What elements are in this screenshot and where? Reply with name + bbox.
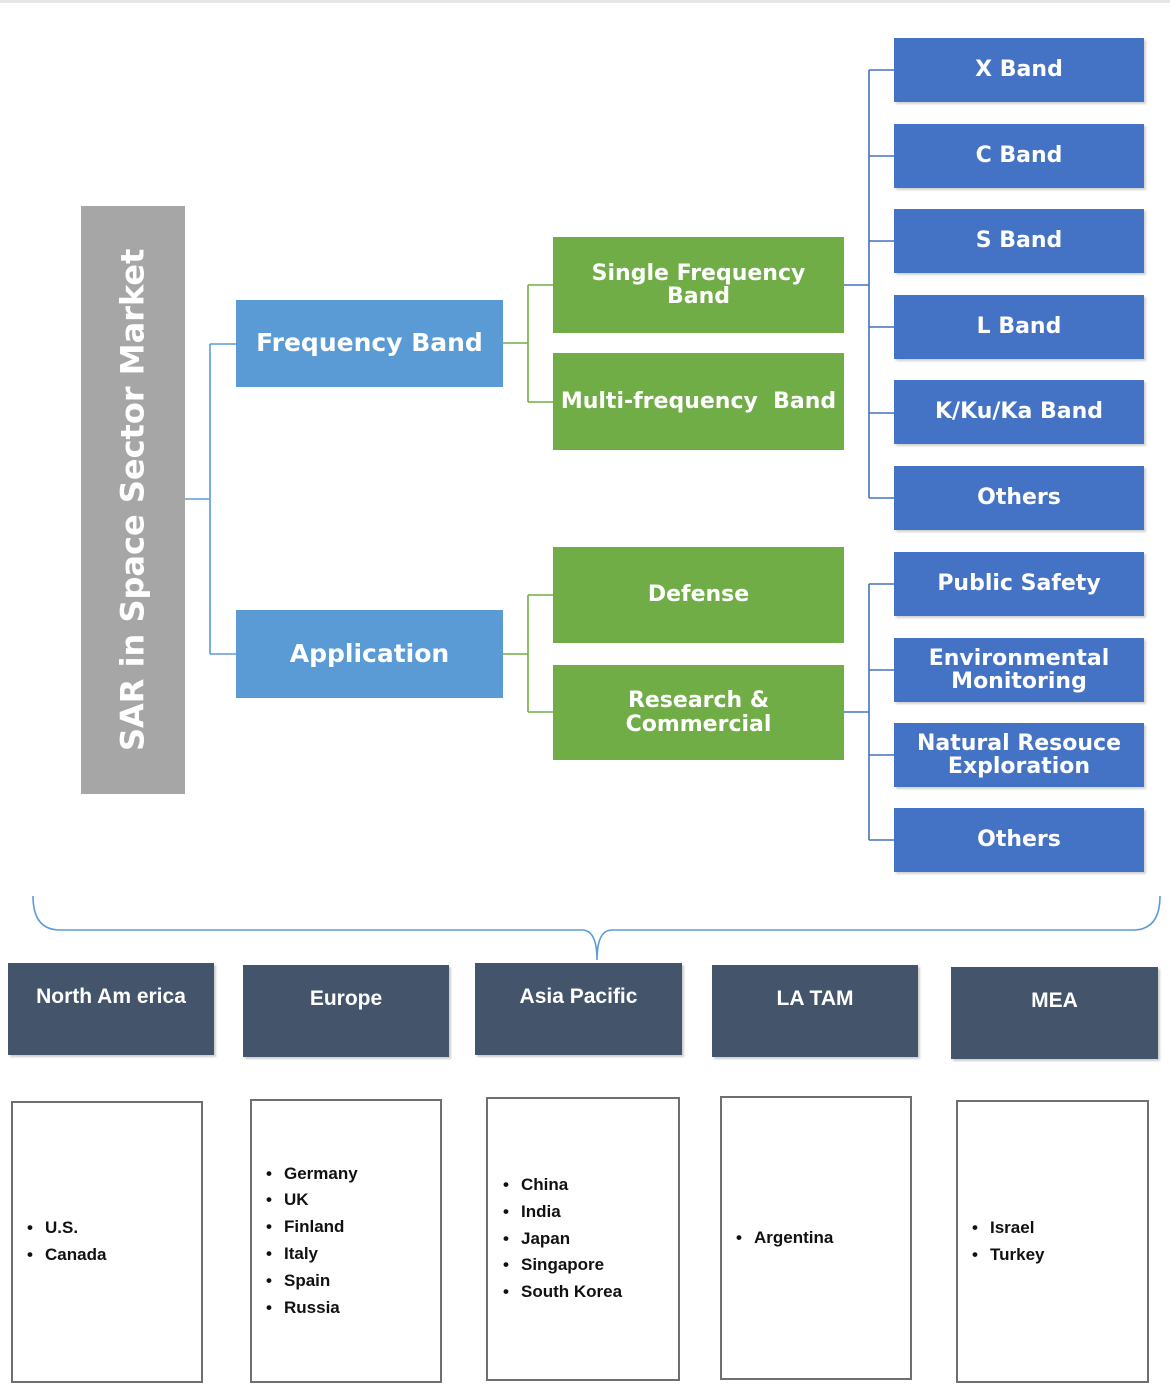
list-item: Turkey [972, 1242, 1045, 1269]
node-x-band: X Band [894, 38, 1144, 102]
node-label: Defense [647, 582, 750, 608]
node-label: Others [977, 827, 1061, 853]
top-divider [0, 0, 1170, 3]
node-label: Frequency Band [256, 328, 483, 358]
node-label: Others [977, 485, 1061, 511]
countries-mea: Israel Turkey [956, 1100, 1149, 1383]
node-label: X Band [975, 57, 1063, 83]
node-environmental-monitoring: Environmental Monitoring [894, 638, 1144, 702]
region-mea: MEA [951, 967, 1158, 1059]
list-item: Spain [266, 1268, 358, 1295]
node-label: C Band [975, 143, 1063, 169]
connector-single-frequency [844, 69, 894, 499]
node-label: Natural Resouce Exploration [916, 730, 1122, 779]
list-item: Japan [503, 1226, 622, 1253]
region-asia-pacific: Asia Pacific [475, 963, 682, 1055]
node-label: Multi-frequency Band [560, 388, 837, 414]
node-application-others: Others [894, 808, 1144, 872]
region-europe: Europe [243, 965, 449, 1057]
node-multi-frequency-band: Multi-frequency Band [553, 353, 844, 450]
node-research-commercial: Research & Commercial [553, 665, 844, 760]
node-label: L Band [976, 314, 1062, 340]
node-k-ku-ka-band: K/Ku/Ka Band [894, 380, 1144, 444]
node-label: Application [289, 638, 450, 668]
node-label: K/Ku/Ka Band [934, 399, 1104, 425]
root-node: SAR in Space Sector Market [81, 206, 185, 794]
list-item: Argentina [736, 1225, 833, 1252]
region-latam: LA TAM [712, 965, 918, 1057]
connector-frequency [503, 284, 553, 403]
list-item: India [503, 1199, 622, 1226]
list-item: Canada [27, 1242, 106, 1269]
region-north-america: North Am erica [8, 963, 214, 1055]
node-frequency-band: Frequency Band [236, 300, 503, 387]
region-label: Asia Pacific [519, 985, 638, 1008]
region-label: Europe [309, 987, 383, 1010]
list-item: Finland [266, 1214, 358, 1241]
node-label: Environmental Monitoring [928, 645, 1110, 694]
country-list: China India Japan Singapore South Korea [503, 1172, 622, 1306]
list-item: Israel [972, 1215, 1045, 1242]
region-label: LA TAM [776, 987, 854, 1010]
list-item: UK [266, 1187, 358, 1214]
list-item: China [503, 1172, 622, 1199]
list-item: Singapore [503, 1252, 622, 1279]
node-frequency-others: Others [894, 466, 1144, 530]
node-c-band: C Band [894, 124, 1144, 188]
node-natural-resource-exploration: Natural Resouce Exploration [894, 723, 1144, 787]
regions-brace [32, 895, 1161, 961]
countries-latam: Argentina [720, 1096, 912, 1380]
node-label: Single Frequency Band [591, 260, 806, 309]
list-item: Germany [266, 1161, 358, 1188]
country-list: Argentina [736, 1225, 833, 1252]
list-item: U.S. [27, 1215, 106, 1242]
region-label: North Am erica [36, 985, 186, 1008]
country-list: Israel Turkey [972, 1215, 1045, 1269]
node-single-frequency-band: Single Frequency Band [553, 237, 844, 333]
country-list: Germany UK Finland Italy Spain Russia [266, 1161, 358, 1322]
node-public-safety: Public Safety [894, 552, 1144, 616]
countries-north-america: U.S. Canada [11, 1101, 203, 1383]
region-label: MEA [1031, 989, 1078, 1012]
node-label: Public Safety [937, 571, 1101, 597]
countries-asia-pacific: China India Japan Singapore South Korea [486, 1097, 680, 1381]
list-item: South Korea [503, 1279, 622, 1306]
connector-research [844, 583, 894, 841]
node-l-band: L Band [894, 295, 1144, 359]
countries-europe: Germany UK Finland Italy Spain Russia [250, 1099, 442, 1383]
node-defense: Defense [553, 547, 844, 643]
node-application: Application [236, 610, 503, 698]
node-label: Research & Commercial [625, 688, 772, 737]
connector-root [185, 343, 236, 655]
node-s-band: S Band [894, 209, 1144, 273]
list-item: Russia [266, 1295, 358, 1322]
root-title: SAR in Space Sector Market [113, 248, 152, 752]
country-list: U.S. Canada [27, 1215, 106, 1269]
list-item: Italy [266, 1241, 358, 1268]
node-label: S Band [975, 228, 1063, 254]
connector-application [503, 594, 553, 713]
